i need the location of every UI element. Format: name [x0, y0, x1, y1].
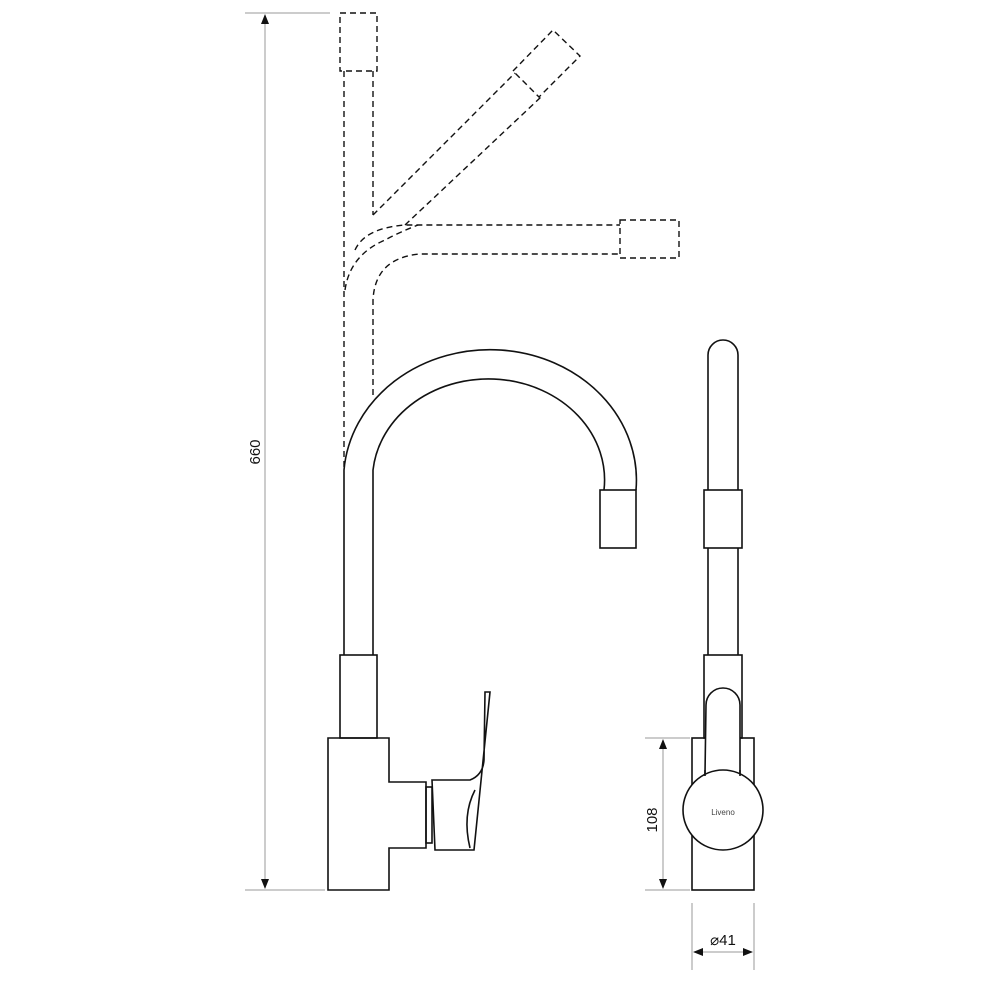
front-handle-disc: [682, 769, 764, 851]
brand-logo: Liveno: [711, 808, 735, 817]
spout-nozzle: [599, 489, 637, 549]
faucet-front-view: Liveno: [682, 339, 764, 891]
spout-inner: [372, 378, 606, 655]
dimension-height-660: 660: [245, 12, 330, 891]
dimension-label-108: 108: [644, 807, 661, 832]
faucet-body: [327, 737, 427, 891]
lever-handle: [431, 691, 491, 851]
spout-outer: [343, 348, 638, 655]
alternate-spout-positions: [339, 12, 680, 470]
front-lever: [704, 687, 741, 775]
dimension-height-108: 108: [644, 737, 690, 891]
front-spout: [707, 339, 739, 490]
dimension-label-diameter: ⌀41: [710, 932, 736, 949]
dimension-diameter-41: ⌀41: [691, 903, 755, 970]
faucet-side-view: [327, 348, 638, 891]
swivel-collar: [339, 654, 378, 739]
dimension-label-660: 660: [247, 439, 264, 464]
